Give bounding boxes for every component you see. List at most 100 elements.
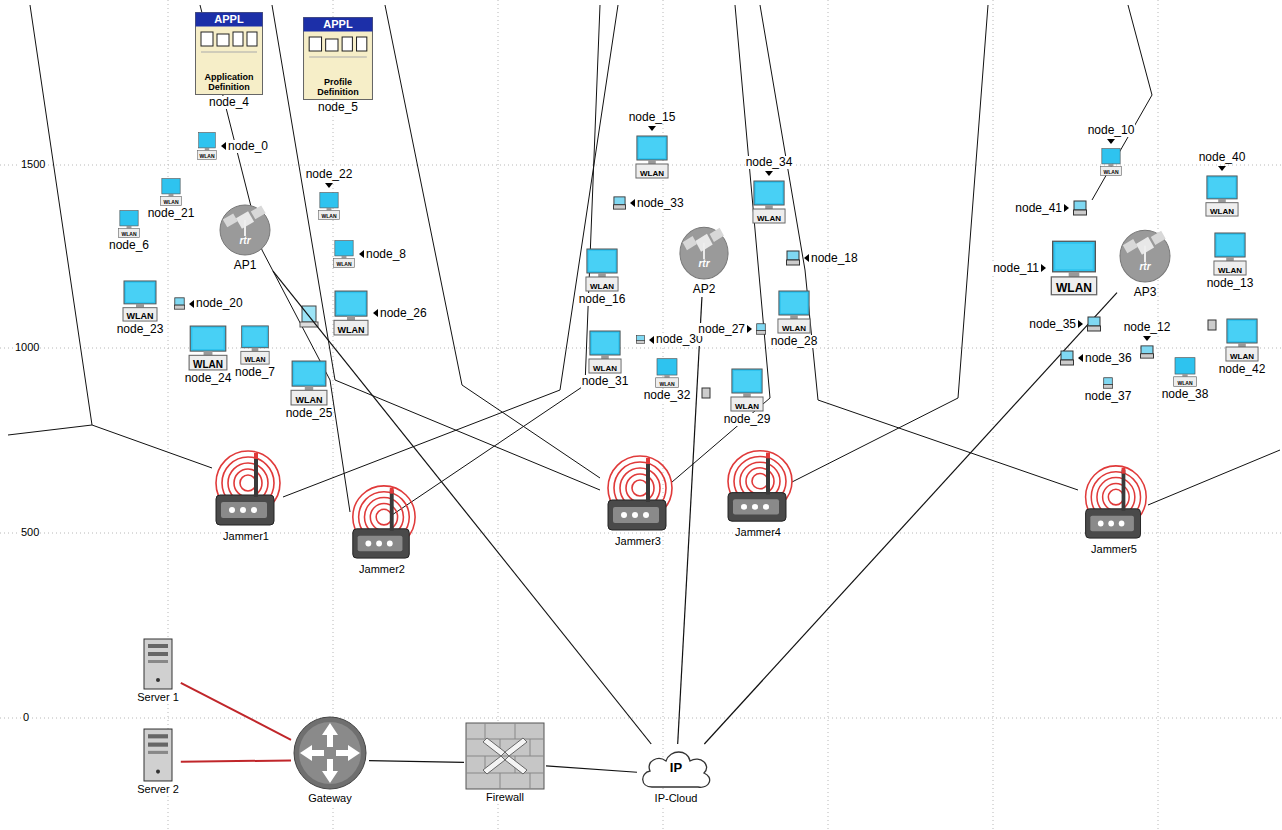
wlan-workstation: WLANnode_6 [108,210,150,252]
pcL-icon: WLAN [122,280,158,322]
node-label: IP-Cloud [654,792,699,805]
wlan-workstation: WLAN node_11 [992,240,1098,296]
wlan-workstation: WLANnode_29 [723,368,772,426]
node-label: node_21 [147,207,196,220]
pointer-mark [1107,139,1115,144]
icon-text: WLAN [188,359,228,370]
pcS-icon: WLAN [655,358,679,388]
pcL-icon: WLAN [188,325,228,371]
wlan-workstation: WLANnode_40 [1198,151,1247,217]
wlan-workstation: WLANnode_23 [116,280,165,336]
srv-symbol [140,638,176,690]
node-label: AP3 [1133,286,1158,299]
pointer-mark [630,199,635,207]
node-label: node_20 [195,297,244,310]
node-label: node_15 [628,111,677,124]
definition-object: APPLApplication Definitionnode_4 [195,12,263,109]
jam-symbol [345,480,419,562]
wlan-workstation: WLANnode_31 [581,330,630,388]
node-label: node_16 [578,293,627,306]
rtr-symbol [1118,225,1172,285]
server-node: Server 1 [136,638,180,704]
tiny-symbol [613,196,626,210]
icon-text: WLAN [635,169,669,178]
node-label: node_8 [365,248,407,261]
network-link [181,683,291,740]
node-label: Jammer2 [358,563,406,576]
icon-text: WLAN [655,381,679,387]
tiny-icon [1087,316,1101,332]
node-label: node_13 [1206,277,1255,290]
pcL-icon: WLAN [588,330,622,374]
pointer-mark [189,300,194,308]
wlan-workstation: WLANnode_0 [197,132,269,160]
icon-text: WLAN [318,213,340,219]
fw-icon [465,722,545,790]
node-label: AP1 [233,259,258,272]
icon-text: WLAN [1213,266,1247,275]
node-label: node_25 [285,407,334,420]
icon-text: WLAN [122,311,158,321]
network-link [546,766,637,772]
jammer-node: Jammer4 [720,445,796,539]
node-label: node_31 [581,375,630,388]
axis-label: 0 [22,711,30,723]
pcL-icon: WLAN [1205,175,1239,217]
network-link [704,293,1117,744]
jam-icon [208,445,284,529]
cloud-icon: IP [638,745,714,791]
access-point: rtrAP3 [1118,225,1172,299]
node-label: node_37 [1084,390,1133,403]
srv-symbol [140,728,176,782]
node-label: node_28 [770,335,819,348]
pcL-icon: WLAN [585,248,619,292]
rtr-icon: rtr [678,222,730,282]
tiny-symbol [636,335,645,344]
pcL-icon: WLAN [777,290,811,334]
node-label: Firewall [485,791,525,804]
tiny-icon [786,250,800,266]
wlan-workstation: WLANnode_38 [1161,357,1210,401]
node-label: node_7 [234,366,276,379]
pointer-mark [1143,336,1151,341]
access-point: rtrAP1 [218,200,272,272]
wlan-workstation: WLANnode_7 [234,325,276,379]
icon-text: WLAN [160,199,182,205]
node-label: Jammer4 [734,526,782,539]
rtr-icon: rtr [218,200,272,258]
icon-text: WLAN [730,402,764,411]
node-label: node_11 [992,262,1040,275]
pointer-mark [373,309,378,317]
node-label: node_26 [379,307,428,320]
wlan-station: node_35 [1028,316,1101,332]
axis-label: 500 [20,526,40,538]
icon-text: APPL [303,17,373,31]
pointer-mark [649,336,654,344]
pcL-icon: WLAN [752,180,786,224]
pointer-mark [1041,264,1046,272]
access-point: rtrAP2 [678,222,730,296]
icon-text: WLAN [197,153,217,159]
icon-text: Application Definition [196,72,262,92]
pointer-mark [1064,204,1069,212]
icon-text: WLAN [1050,282,1098,295]
wlan-station: node_27 [697,323,766,336]
tiny-icon [1103,377,1113,389]
network-link [369,761,464,763]
jam-icon [720,445,796,525]
pcL-icon: WLAN [1050,240,1098,296]
tiny-symbol [786,250,800,266]
node-label: node_38 [1161,388,1210,401]
node-label: node_41 [1014,202,1063,215]
jam-icon [1078,460,1150,542]
pcL-icon: WLAN [1213,232,1247,276]
axis-label: 1500 [20,158,46,170]
icon-text: WLAN [1100,169,1122,175]
gw-icon [292,715,368,791]
tiny-symbol [1103,377,1113,389]
wlan-station: node_37 [1084,377,1133,403]
pcL-icon: WLAN [635,135,669,179]
tiny-icon [613,196,626,210]
wlan-workstation: WLANnode_32 [643,358,692,402]
jam-icon [345,480,419,562]
